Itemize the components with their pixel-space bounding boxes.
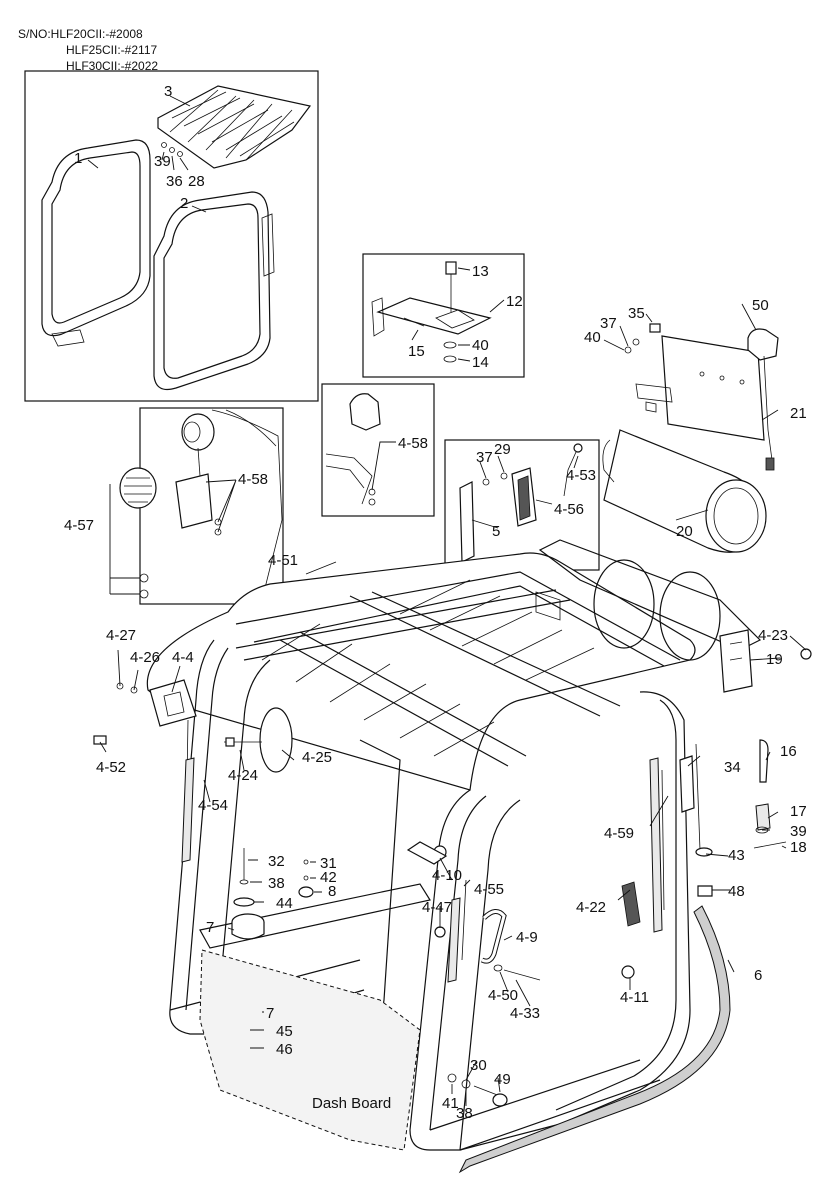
label-1: 1 [74,150,82,167]
label-36-upper: 36 [166,173,183,190]
cover-part [747,328,779,471]
label-12: 12 [506,293,523,310]
label-42: 42 [320,869,337,886]
label-38-left: 38 [268,875,285,892]
label-dash-board: Dash Board [312,1095,391,1112]
label-46: 46 [276,1041,293,1058]
label-4-10: 4-10 [432,867,462,884]
detail-box-bracket [362,253,525,378]
label-4-58-center: 4-58 [398,435,428,452]
label-6: 6 [754,967,762,984]
label-4-53: 4-53 [566,467,596,484]
label-4-50: 4-50 [488,987,518,1004]
label-4-33: 4-33 [510,1005,540,1022]
label-4-24: 4-24 [228,767,258,784]
label-4-57: 4-57 [64,517,94,534]
detail-box-switch [444,439,600,571]
leader-lines [99,303,807,1106]
label-34: 34 [724,759,741,776]
label-28: 28 [188,173,205,190]
label-8: 8 [328,883,336,900]
detail-box-work-light-center [321,383,435,517]
detail-box-top-left [24,70,319,402]
label-40-right: 40 [584,329,601,346]
label-4-22: 4-22 [576,899,606,916]
label-31: 31 [320,855,337,872]
serial-line-hlf20: S/NO:HLF20CII:-#2008 [18,27,143,41]
label-40-upper: 40 [472,337,489,354]
label-37-lower: 37 [476,449,493,466]
label-14: 14 [472,354,489,371]
label-4-26: 4-26 [130,649,160,666]
canister-bracket-part [535,539,762,661]
label-32: 32 [268,853,285,870]
label-50: 50 [752,297,769,314]
rubber-seal-part [458,905,731,1174]
dash-board-part [199,949,421,1151]
detail-box-work-light-left [109,407,284,605]
label-30: 30 [470,1057,487,1074]
label-2: 2 [180,195,188,212]
label-48: 48 [728,883,745,900]
label-49: 49 [494,1071,511,1088]
label-37-upper: 37 [600,315,617,332]
label-3: 3 [164,83,172,100]
serial-number-header: S/NO:HLF20CII:-#2008 HLF25CII:-#2117 HLF… [18,26,158,74]
label-4-9: 4-9 [516,929,538,946]
handle-bracket-part [93,679,197,745]
label-39-lower: 39 [790,823,807,840]
serial-line-hlf25: HLF25CII:-#2117 [66,43,158,57]
side-frame-left-part [41,139,151,347]
label-17: 17 [790,803,807,820]
canister-part [602,429,767,553]
label-4-23: 4-23 [758,627,788,644]
label-43: 43 [728,847,745,864]
label-44: 44 [276,895,293,912]
label-4-56: 4-56 [554,501,584,518]
part-labels: 1 2 3 39 36 28 13 12 15 40 14 35 37 40 5… [64,83,807,1122]
right-fittings [621,629,812,979]
label-4-54: 4-54 [198,797,228,814]
label-4-51: 4-51 [268,552,298,569]
work-light-lamp-center [349,393,381,431]
label-4-47: 4-47 [422,899,452,916]
label-13: 13 [472,263,489,280]
label-16: 16 [780,743,797,760]
top-grille-part [157,85,312,169]
work-light-lamp-lower [119,467,157,509]
label-21: 21 [790,405,807,422]
label-19: 19 [766,651,783,668]
label-4-27: 4-27 [106,627,136,644]
work-light-lamp-upper [181,413,215,451]
label-4-4: 4-4 [172,649,194,666]
label-4-59: 4-59 [604,825,634,842]
label-4-11: 4-11 [620,989,649,1006]
label-5: 5 [492,523,500,540]
label-4-55: 4-55 [474,881,504,898]
label-35: 35 [628,305,645,322]
label-29: 29 [494,441,511,458]
label-4-52: 4-52 [96,759,126,776]
label-39-upper: 39 [154,153,171,170]
mounting-plate-part [635,335,765,441]
label-7-lower: 7 [266,1005,274,1022]
side-frame-right-part [153,191,275,391]
label-18: 18 [790,839,807,856]
label-7-upper: 7 [206,919,214,936]
label-41: 41 [442,1095,459,1112]
label-4-25: 4-25 [302,749,332,766]
label-38-lower: 38 [456,1105,473,1122]
label-45: 45 [276,1023,293,1040]
serial-line-hlf30: HLF30CII:-#2022 [66,59,159,73]
label-4-58-left: 4-58 [238,471,268,488]
label-20: 20 [676,523,693,540]
label-15: 15 [408,343,425,360]
mirror-part [224,707,293,773]
